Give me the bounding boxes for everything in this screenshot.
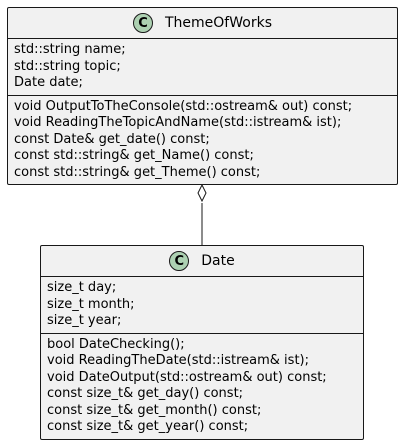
method: const std::string& get_Name() const;: [14, 148, 254, 163]
field: size_t day;: [47, 280, 117, 295]
method: bool DateChecking();: [47, 336, 185, 352]
class-c-icon: C: [169, 251, 190, 271]
method: void ReadingTheTopicAndName(std::istream…: [14, 115, 342, 130]
class-themeofworks[interactable]: C ThemeOfWorks std::string name; std::st…: [7, 7, 398, 185]
fields-section: size_t day; size_t month; size_t year;: [41, 277, 363, 333]
method: const size_t& get_month() const;: [47, 402, 262, 418]
class-name: Date: [201, 253, 235, 269]
method: void DateOutput(std::ostream& out) const…: [47, 369, 327, 385]
class-header: C Date: [41, 246, 363, 277]
field: size_t month;: [47, 296, 135, 312]
method: const size_t& get_day() const;: [47, 386, 244, 401]
method: const Date& get_date() const;: [14, 131, 210, 147]
methods-section: bool DateChecking(); void ReadingTheDate…: [41, 332, 363, 439]
class-name: ThemeOfWorks: [165, 15, 272, 31]
aggregation-diamond-icon: [197, 183, 207, 203]
class-c-icon: C: [133, 13, 153, 33]
method: const size_t& get_year() const;: [47, 419, 249, 434]
method: void OutputToTheConsole(std::ostream& ou…: [14, 98, 353, 114]
methods-section: void OutputToTheConsole(std::ostream& ou…: [8, 94, 397, 185]
method: void ReadingTheDate(std::istream& ist);: [47, 353, 309, 368]
class-date[interactable]: C Date size_t day; size_t month; size_t …: [40, 245, 364, 440]
field: std::string name;: [14, 42, 126, 57]
class-header: C ThemeOfWorks: [8, 8, 397, 39]
method: const std::string& get_Theme() const;: [14, 164, 261, 180]
field: Date date;: [14, 75, 83, 90]
field: std::string topic;: [14, 58, 121, 74]
field: size_t year;: [47, 313, 122, 328]
fields-section: std::string name; std::string topic; Dat…: [8, 39, 397, 95]
